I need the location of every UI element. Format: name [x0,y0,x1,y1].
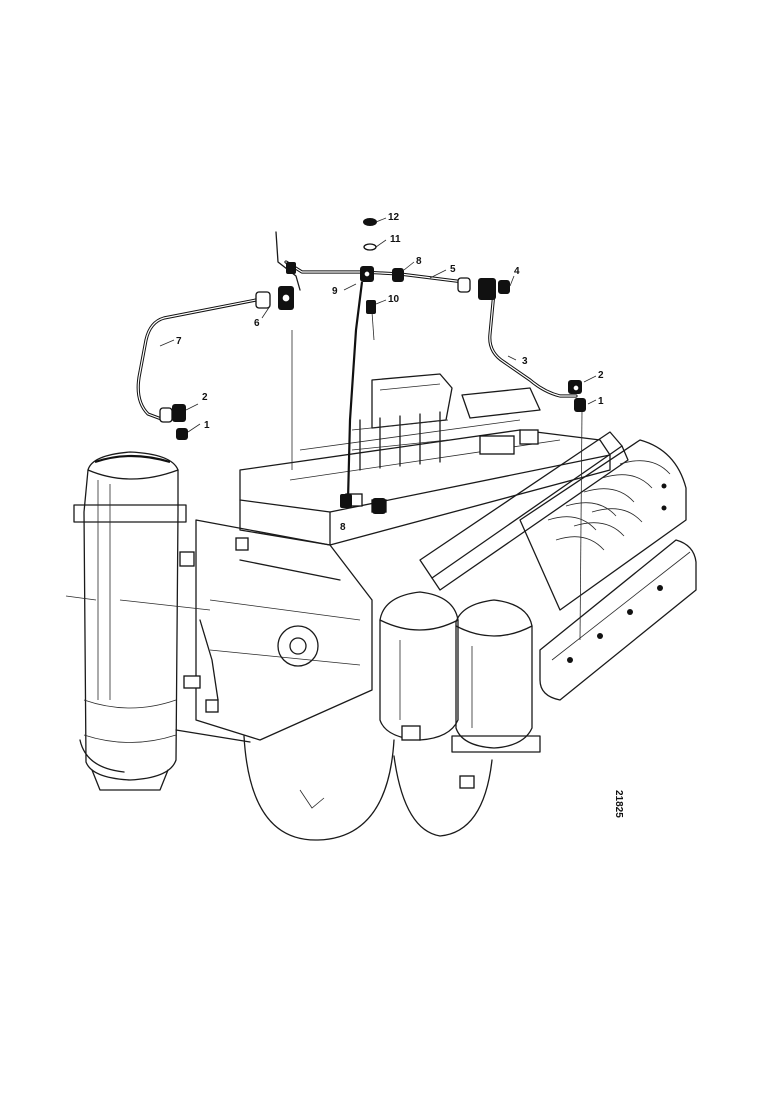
callout-8: 8 [416,256,422,267]
union-4 [457,277,510,300]
callout-4: 4 [514,266,520,277]
callout-7: 7 [176,336,182,347]
engine-top-deck [239,373,611,546]
flywheel-housing [79,729,493,841]
callout-2-left: 2 [202,392,208,403]
callout-8-lower: 8 [340,522,346,533]
front-oil-filters [379,591,541,753]
left-union-2-1 [159,404,188,440]
callout-3: 3 [522,356,528,367]
callout-6: 6 [254,318,260,329]
engine-block [65,373,697,841]
clamp-8-lower [340,494,386,514]
callout-5: 5 [450,264,456,275]
exhaust-manifold [419,431,697,701]
callout-11: 11 [390,234,401,245]
right-union-2-1 [568,380,586,412]
left-filter-canister [73,451,187,791]
callout-9: 9 [332,286,338,297]
callout-2-right: 2 [598,370,604,381]
fittings [159,218,586,514]
banjo-union-6 [255,262,296,310]
bolt-10 [366,300,376,314]
cap-12 [363,218,377,251]
callout-labels: 12 11 8 5 4 9 10 6 7 3 2 1 2 1 8 [176,212,604,533]
union-8-top [360,266,404,282]
drawing-reference-number: 21825 [613,790,624,818]
callout-10: 10 [388,294,400,305]
callout-leaders [159,217,597,433]
callout-12: 12 [388,212,400,223]
front-cover [179,519,373,741]
callout-1-right: 1 [598,396,604,407]
callout-1-left: 1 [204,420,210,431]
